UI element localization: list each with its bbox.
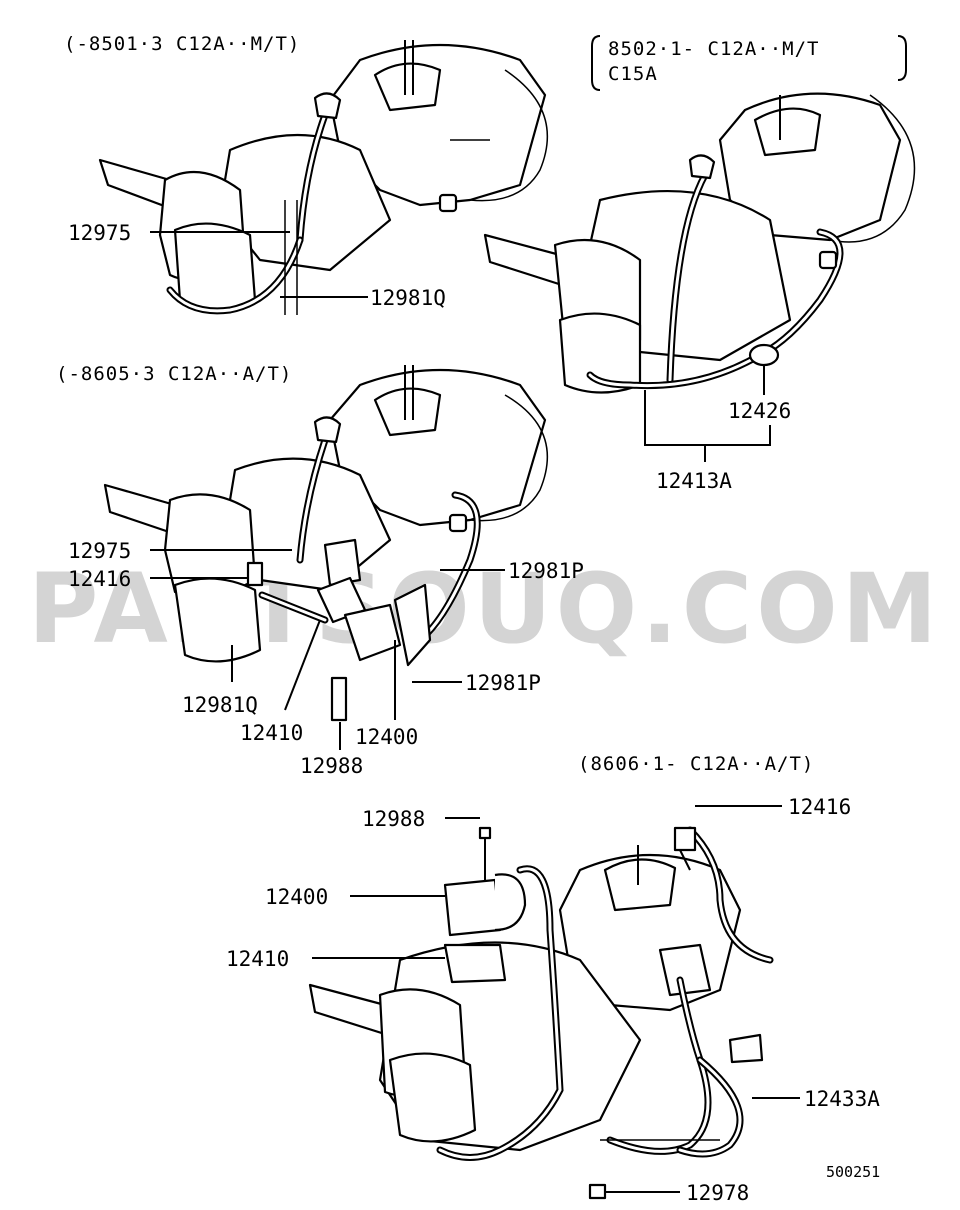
callout-12416-s3: 12416 [68, 567, 248, 591]
assembly-s1 [98, 40, 548, 315]
section-3-caption: (-8605·3 C12A··A/T) [56, 363, 292, 385]
callout-12410-s3: 12410 [240, 619, 321, 745]
reference-code: 500251 [826, 1163, 880, 1181]
callout-12975-s1: 12975 [68, 221, 290, 245]
callout-12981P-s3b: 12981P [412, 671, 541, 695]
part-label: 12981P [465, 671, 541, 695]
assembly-s4 [308, 826, 774, 1200]
callout-12978: 12978 [606, 1181, 749, 1205]
callout-12400-s3: 12400 [355, 640, 418, 749]
part-label: 12981Q [370, 286, 446, 310]
callout-12400-s4: 12400 [265, 885, 445, 909]
part-label: 12975 [68, 221, 131, 245]
callout-12426: 12426 [728, 365, 791, 423]
assembly-s3 [103, 365, 548, 722]
part-label: 12410 [240, 721, 303, 745]
callout-12981Q-s3: 12981Q [182, 645, 258, 717]
callout-12981Q-s1: 12981Q [280, 286, 446, 310]
part-label: 12988 [300, 754, 363, 778]
part-label: 12410 [226, 947, 289, 971]
callout-12988-s3: 12988 [300, 722, 363, 778]
section-2-caption: 8502·1- C12A··M/T C15A [591, 35, 907, 91]
part-label: 12975 [68, 539, 131, 563]
callout-12433A: 12433A [752, 1087, 880, 1111]
callout-12988-s4: 12988 [362, 807, 480, 831]
callout-12975-s3: 12975 [68, 539, 292, 563]
part-label: 12978 [686, 1181, 749, 1205]
section-1-caption: (-8501·3 C12A··M/T) [64, 33, 300, 55]
part-label: 12981P [508, 559, 584, 583]
part-label: 12400 [265, 885, 328, 909]
part-label: 12426 [728, 399, 791, 423]
part-label: 12400 [355, 725, 418, 749]
part-label: 12988 [362, 807, 425, 831]
callout-12413A: 12413A [644, 390, 771, 493]
callout-12410-s4: 12410 [226, 947, 445, 971]
section-2-caption-line-1: 8502·1- C12A··M/T [608, 38, 819, 60]
assembly-s2 [483, 92, 916, 394]
part-label: 12416 [68, 567, 131, 591]
part-label: 12981Q [182, 693, 258, 717]
part-label: 12416 [788, 795, 851, 819]
part-label: 12413A [656, 469, 732, 493]
section-4-caption: (8606·1- C12A··A/T) [578, 753, 814, 775]
section-2-caption-line-2: C15A [608, 63, 658, 85]
callout-12416-s4: 12416 [695, 795, 851, 819]
part-label: 12433A [804, 1087, 880, 1111]
callout-12981P-s3a: 12981P [440, 559, 584, 583]
